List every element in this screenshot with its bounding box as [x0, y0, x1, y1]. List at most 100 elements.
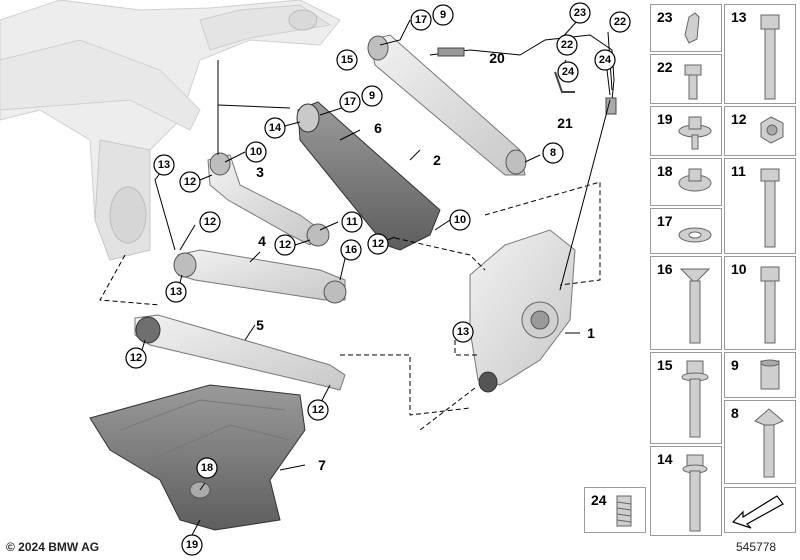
svg-text:12: 12 — [279, 239, 291, 251]
bolt-icon — [760, 266, 780, 344]
grid-cell-number: 22 — [657, 59, 673, 75]
parts-grid: 23 13 22 19 12 18 11 17 16 10 15 9 — [650, 4, 796, 536]
copyright: © 2024 BMW AG — [6, 540, 100, 554]
assembly-dash-lines — [99, 181, 601, 431]
callout-24b: 24 — [557, 61, 579, 83]
svg-text:11: 11 — [346, 216, 358, 228]
svg-text:17: 17 — [415, 14, 427, 26]
svg-text:14: 14 — [269, 122, 282, 134]
svg-text:22: 22 — [614, 16, 626, 28]
grid-cell-number: 8 — [731, 405, 739, 421]
svg-text:13: 13 — [170, 286, 182, 298]
callout-23: 23 — [569, 2, 591, 24]
grid-cell-number: 9 — [731, 357, 739, 373]
label-7: 7 — [318, 457, 326, 473]
svg-text:24: 24 — [562, 66, 575, 78]
callout-12c: 12 — [274, 234, 296, 256]
grid-cell-15: 15 — [650, 352, 722, 444]
callout-22b: 22 — [556, 34, 578, 56]
callout-12a: 12 — [179, 171, 201, 193]
callout-9a: 9 — [432, 4, 454, 26]
grid-cell-number: 15 — [657, 357, 673, 373]
grid-cell-23: 23 — [650, 4, 722, 52]
callout-17b: 17 — [339, 91, 361, 113]
callout-22a: 22 — [609, 11, 631, 33]
bolt-icon — [754, 408, 784, 478]
grid-cell-19: 19 — [650, 106, 722, 156]
svg-text:12: 12 — [204, 216, 216, 228]
grid-cell-9: 9 — [724, 352, 796, 398]
callout-10b: 10 — [449, 209, 471, 231]
bolt-icon — [684, 64, 702, 100]
callout-12b: 12 — [199, 211, 221, 233]
callout-13b: 13 — [165, 281, 187, 303]
svg-text:17: 17 — [344, 96, 356, 108]
grid-cell-13: 13 — [724, 4, 796, 104]
callout-14: 14 — [264, 117, 286, 139]
callout-16: 16 — [340, 239, 362, 261]
control-arm-4 — [173, 249, 347, 304]
label-3: 3 — [256, 164, 264, 180]
svg-text:12: 12 — [130, 352, 142, 364]
bolt-icon — [681, 360, 709, 438]
svg-text:12: 12 — [372, 238, 384, 250]
callout-12d: 12 — [367, 233, 389, 255]
grid-cell-10: 10 — [724, 256, 796, 350]
bolt-icon — [760, 168, 780, 248]
svg-text:12: 12 — [184, 176, 196, 188]
callout-12e: 12 — [125, 347, 147, 369]
control-arm-5 — [134, 314, 346, 391]
svg-text:13: 13 — [457, 326, 469, 338]
bolt-icon — [682, 454, 708, 532]
grid-cell-number: 11 — [731, 163, 746, 179]
grid-cell-14: 14 — [650, 446, 722, 536]
svg-text:15: 15 — [341, 54, 353, 66]
underbody-panel-7 — [89, 384, 306, 531]
grid-cell-11: 11 — [724, 158, 796, 254]
washer-icon — [678, 227, 712, 243]
grid-cell-18: 18 — [650, 158, 722, 206]
nut-icon — [678, 168, 712, 192]
grid-cell-17: 17 — [650, 208, 722, 254]
callout-18: 18 — [196, 457, 218, 479]
spring-icon — [616, 495, 632, 527]
arrow-icon — [731, 495, 784, 529]
callout-17a: 17 — [410, 9, 432, 31]
label-21: 21 — [557, 115, 573, 131]
grid-cell-number: 16 — [657, 261, 673, 277]
svg-text:8: 8 — [550, 147, 556, 159]
svg-text:13: 13 — [158, 159, 170, 171]
label-20: 20 — [489, 50, 505, 66]
grid-cell-number: 12 — [731, 111, 747, 127]
callout-13a: 13 — [153, 154, 175, 176]
svg-text:24: 24 — [599, 54, 612, 66]
svg-text:23: 23 — [574, 7, 586, 19]
grid-cell-number: 13 — [731, 9, 747, 25]
document-number: 545778 — [736, 540, 777, 554]
grid-cell-number: 19 — [657, 111, 673, 127]
callout-15: 15 — [336, 49, 358, 71]
control-arm-2 — [367, 34, 527, 176]
grid-cell-number: 23 — [657, 9, 673, 25]
wheel-carrier-1 — [469, 229, 576, 393]
label-2: 2 — [433, 152, 441, 168]
svg-text:18: 18 — [201, 462, 213, 474]
callout-9b: 9 — [361, 85, 383, 107]
bolt-icon — [760, 14, 780, 100]
leader-lines — [139, 19, 613, 536]
nut-icon — [760, 116, 784, 144]
grid-cell-22: 22 — [650, 54, 722, 104]
bolt-icon — [679, 268, 711, 344]
label-4: 4 — [258, 233, 266, 249]
svg-text:9: 9 — [440, 9, 446, 21]
clip-24 — [554, 71, 575, 93]
label-6: 6 — [374, 120, 382, 136]
callout-11: 11 — [341, 211, 363, 233]
grid-cell-number: 24 — [591, 492, 607, 508]
grid-cell-24: 24 — [584, 487, 646, 533]
grid-cell-8: 8 — [724, 400, 796, 484]
svg-text:9: 9 — [369, 90, 375, 102]
nut-icon — [678, 116, 712, 150]
clip-icon — [684, 12, 700, 44]
grid-cell-16: 16 — [650, 256, 722, 350]
